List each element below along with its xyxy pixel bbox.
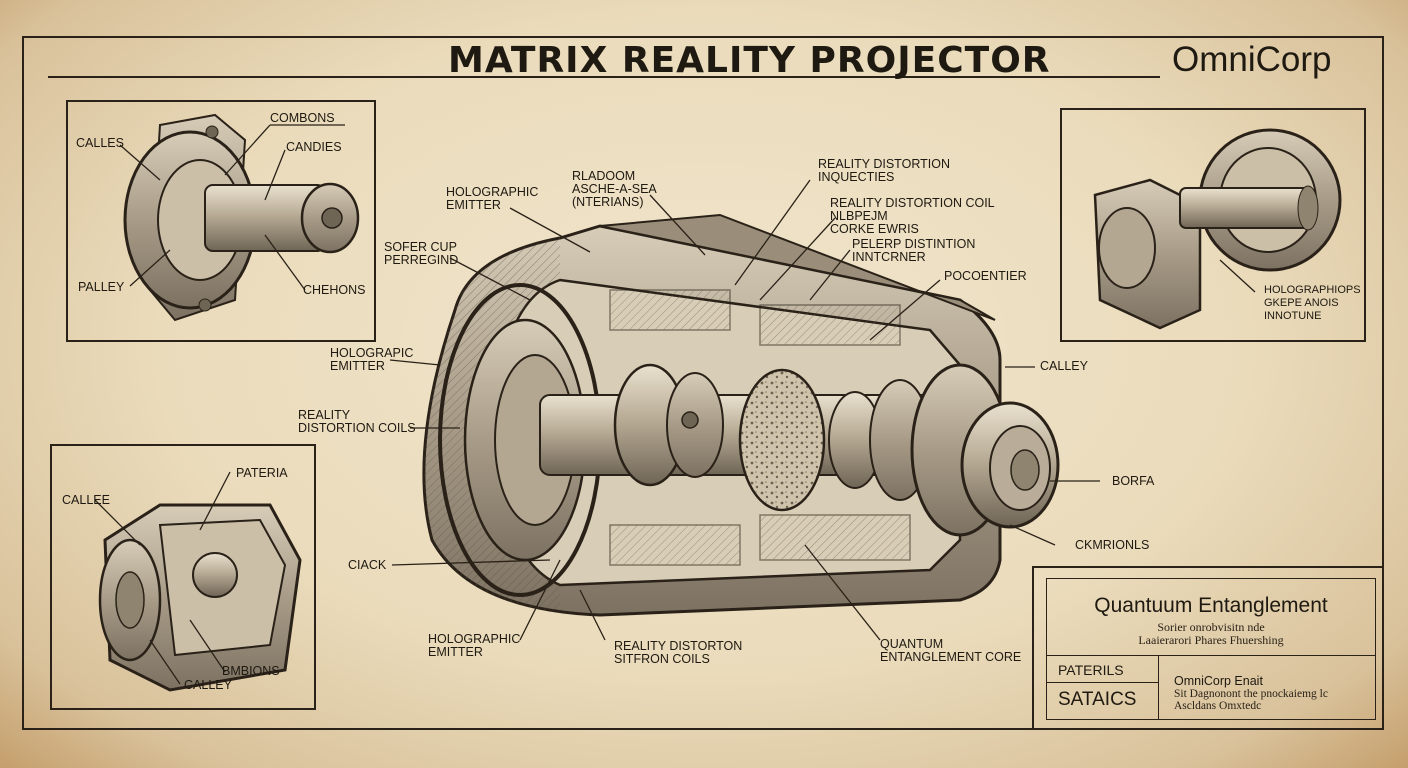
title-block-description-1: Sit Dagnonont the pnockaiemg lc [1174, 688, 1328, 700]
title-block-status-label: SATAICS [1058, 689, 1137, 710]
title-block-description-2: Ascldans Omxtedc [1174, 700, 1262, 712]
leader-lines [94, 124, 1256, 685]
part-drawing-top-left [123, 113, 360, 322]
title-block-subtitle-2: Laaierarori Phares Fhuershing [1138, 633, 1284, 647]
label-pocoentier: POCOENTIER [944, 269, 1027, 283]
inset-frame-bottom-left [50, 444, 316, 710]
label-bmbions: BMBIONS [222, 664, 280, 678]
label-holographiops: HOLOGRAPHIOPS GKEPE ANOIS INNOTUNE [1264, 284, 1361, 322]
label-calley-right: CALLEY [1040, 359, 1088, 373]
part-drawing-bottom-left [98, 503, 302, 692]
label-quantum-core: QUANTUM ENTANGLEMENT CORE [880, 637, 1022, 664]
label-pateria: PATERIA [236, 466, 288, 480]
label-reality-distortion-coil: REALITY DISTORTION COIL NLBPEJM CORKE EW… [830, 196, 995, 236]
label-calles: CALLES [76, 136, 124, 150]
brand-logo: OmniCorp [1172, 40, 1332, 79]
label-candies: CANDIES [286, 140, 342, 154]
label-reality-distortion-top: REALITY DISTORTION INQUECTIES [818, 157, 950, 184]
label-borfa: BORFA [1112, 474, 1155, 488]
label-calley-bottom: CALLEY [184, 678, 232, 692]
part-drawing-top-right [1093, 128, 1342, 330]
inset-frame-top-right [1060, 108, 1366, 342]
title-block-divider-vertical [1158, 655, 1159, 720]
main-assembly [422, 213, 1060, 617]
title-block-inner [1046, 578, 1376, 720]
label-callee: CALLEE [62, 493, 110, 507]
label-ciack: CIACK [348, 558, 387, 572]
label-combons: COMBONS [270, 111, 335, 125]
label-reality-distorton-bottom: REALITY DISTORTON SITFRON COILS [614, 639, 743, 666]
inset-frame-top-left [66, 100, 376, 342]
label-holographic-emitter-mid: HOLOGRAPIC EMITTER [330, 346, 414, 373]
title-underline [48, 76, 1160, 78]
label-sofer-cup: SOFER CUP PERREGIND [384, 240, 459, 267]
label-holographic-emitter-bottom: HOLOGRAPHIC EMITTER [428, 632, 521, 659]
title-block-company: OmniCorp Enait [1174, 674, 1263, 688]
label-palley: PALLEY [78, 280, 125, 294]
page-title: MATRIX REALITY PROJECTOR [448, 40, 1051, 81]
title-block-divider-left [1046, 682, 1158, 683]
drawing-frame [22, 36, 1384, 730]
label-holographic-emitter-top: HOLOGRAPHIC EMITTER [446, 185, 539, 212]
label-pelerp-distintion: PELERP DISTINTION INNTCRNER [852, 237, 976, 264]
title-block-divider [1046, 655, 1376, 656]
label-ckmrionls: CKMRIONLS [1075, 538, 1150, 552]
title-block-materials-label: PATERILS [1058, 662, 1124, 678]
title-block-subtitle-1: Sorier onrobvisitn nde [1157, 620, 1265, 634]
label-reality-distortion-coils: REALITY DISTORTION COILS [298, 408, 416, 435]
label-chehons: CHEHONS [303, 283, 366, 297]
title-block-title: Quantuum Entanglement [1094, 594, 1328, 617]
title-block [1032, 566, 1384, 730]
label-rladoom: RLADOOM ASCHE-A-SEA (NTERIANS) [572, 169, 657, 209]
